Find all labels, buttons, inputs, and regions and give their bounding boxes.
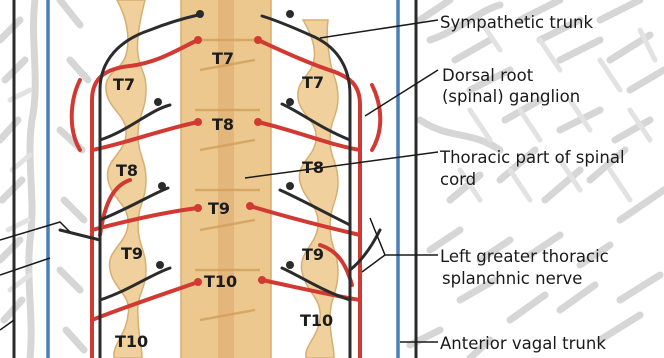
label-splanchnic-line2: splanchnic nerve	[442, 269, 582, 288]
segment-label-left-t9: T9	[121, 244, 143, 263]
segment-label-left-t10: T10	[115, 332, 148, 351]
label-dorsal-root-ganglion-line1: Dorsal root	[442, 66, 534, 85]
label-thoracic-cord-line1: Thoracic part of spinal	[439, 148, 625, 167]
segment-label-right-t9: T9	[302, 245, 324, 264]
label-dorsal-root-ganglion-line2: (spinal) ganglion	[442, 87, 580, 106]
segment-label-right-t10: T10	[300, 311, 333, 330]
segment-label-left-t8: T8	[116, 161, 138, 180]
segment-label-right-t7: T7	[302, 73, 324, 92]
segment-label-cord-t7: T7	[212, 49, 234, 68]
segment-label-cord-t9: T9	[208, 199, 230, 218]
label-sympathetic-trunk: Sympathetic trunk	[440, 13, 594, 32]
label-thoracic-cord-line2: cord	[440, 170, 476, 189]
label-anterior-vagal-trunk: Anterior vagal trunk	[440, 334, 606, 353]
segment-label-left-t7: T7	[113, 75, 135, 94]
label-splanchnic-line1: Left greater thoracic	[440, 247, 609, 266]
segment-label-cord-t8: T8	[212, 115, 234, 134]
segment-label-cord-t10: T10	[204, 272, 237, 291]
